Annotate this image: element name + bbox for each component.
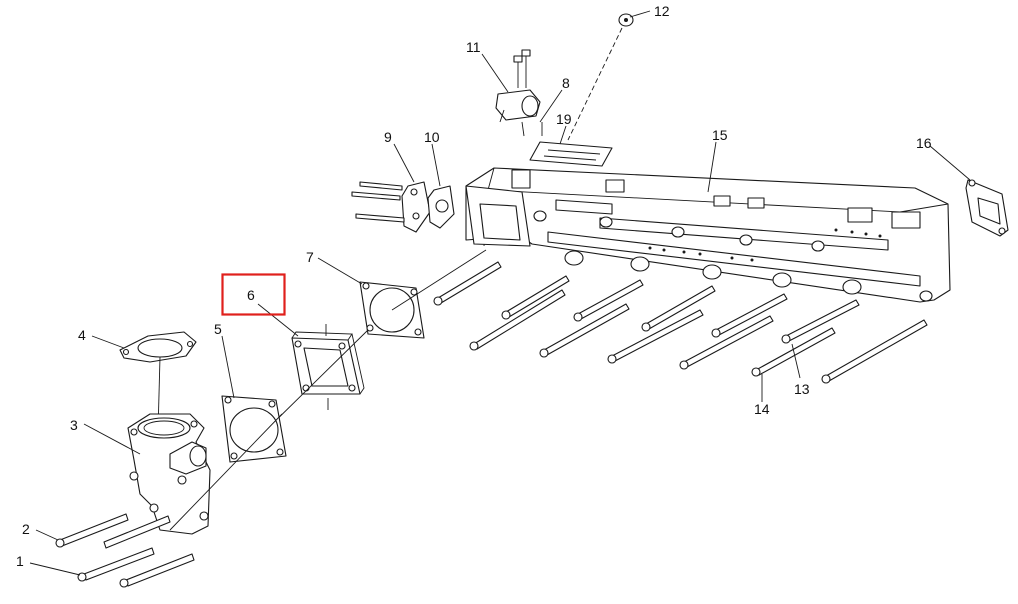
flange-part-9[interactable] — [401, 181, 431, 233]
callout-19: 19 — [556, 111, 572, 127]
callout-16: 16 — [916, 135, 932, 151]
callout-14: 14 — [754, 401, 770, 417]
callout-9: 9 — [384, 129, 392, 145]
callout-12: 12 — [654, 3, 670, 19]
gasket-part-7[interactable] — [359, 249, 487, 339]
callout-2: 2 — [22, 521, 30, 537]
callout-4: 4 — [78, 327, 86, 343]
gasket-part-4[interactable] — [119, 331, 197, 433]
clip-part-12[interactable] — [567, 13, 634, 141]
callout-1: 1 — [16, 553, 24, 569]
callout-3: 3 — [70, 417, 78, 433]
callout-8: 8 — [562, 75, 570, 91]
flange-bolts — [351, 181, 405, 223]
bolt-set — [55, 261, 928, 588]
gasket-part-5[interactable] — [221, 395, 287, 463]
callout-11: 11 — [466, 39, 481, 55]
callout-10: 10 — [424, 129, 440, 145]
callout-6: 6 — [247, 287, 255, 303]
adapter-part-6[interactable] — [255, 324, 369, 441]
callout-15: 15 — [712, 127, 728, 143]
leader-lines — [29, 10, 971, 576]
end-gasket-part-16[interactable] — [965, 179, 1009, 237]
callout-13: 13 — [794, 381, 810, 397]
elbow-part-3[interactable] — [127, 413, 283, 535]
exhaust-manifold-part-15[interactable] — [465, 167, 951, 303]
label-plate-part-19[interactable] — [529, 125, 613, 167]
highlight-box — [221, 273, 286, 316]
gasket-part-10[interactable] — [427, 185, 455, 229]
callout-5: 5 — [214, 321, 222, 337]
callout-7: 7 — [306, 249, 314, 265]
sensor-part-11[interactable] — [495, 49, 543, 137]
callout-labels: 1 2 3 4 5 6 7 8 9 10 11 12 13 14 15 16 1… — [16, 3, 932, 569]
